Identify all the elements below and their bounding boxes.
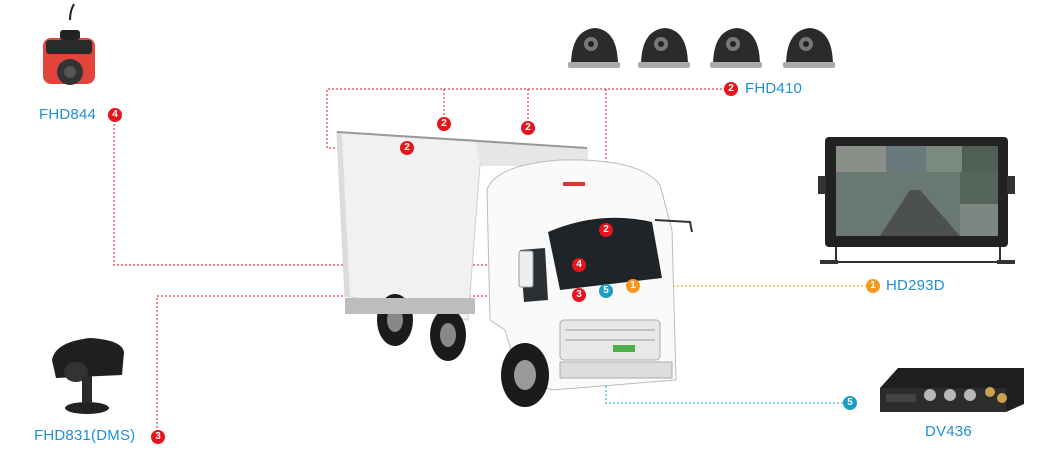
truck-badge-2-front: 2	[599, 223, 613, 237]
hd293d-badge-1: 1	[866, 279, 880, 293]
hd293d-label: HD293D	[886, 277, 945, 294]
hd293d-monitor-image	[818, 137, 1015, 264]
fhd844-camera-image	[43, 3, 95, 85]
truck-badge-5: 5	[599, 284, 613, 298]
truck-badge-2-top-right: 2	[521, 121, 535, 135]
truck-badge-1: 1	[626, 279, 640, 293]
truck-badge-2-side: 2	[400, 141, 414, 155]
fhd410-camera-images	[568, 28, 835, 68]
fhd410-badge-2: 2	[724, 82, 738, 96]
truck-badge-4: 4	[572, 258, 586, 272]
fhd844-badge-4: 4	[108, 108, 122, 122]
fhd831-label: FHD831(DMS)	[34, 427, 136, 444]
truck-badge-3: 3	[572, 288, 586, 302]
fhd410-label: FHD410	[745, 80, 803, 97]
dv436-badge-5: 5	[843, 396, 857, 410]
truck-image	[336, 131, 693, 407]
fhd831-camera-image	[52, 338, 124, 414]
fhd844-label: FHD844	[39, 106, 97, 123]
dv436-device-image	[880, 368, 1024, 412]
fhd831-badge-3: 3	[151, 430, 165, 444]
dv436-label: DV436	[925, 423, 972, 440]
truck-badge-2-top-left: 2	[437, 117, 451, 131]
